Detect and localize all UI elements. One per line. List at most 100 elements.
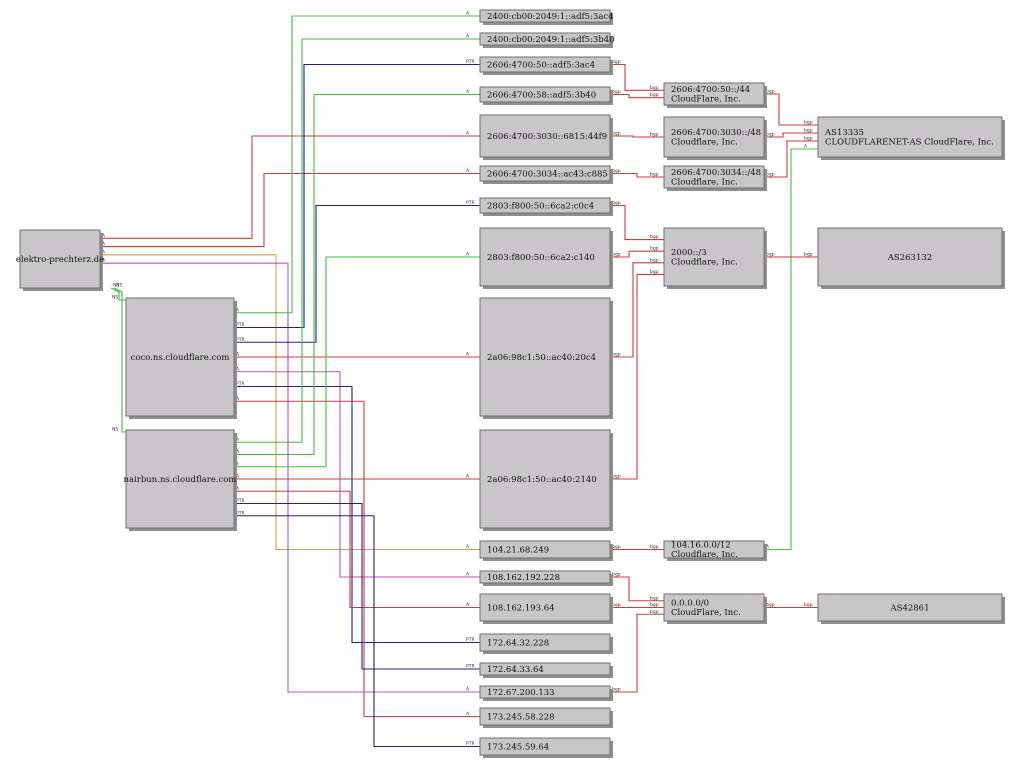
node-box — [479, 737, 611, 756]
node-label: 2a06:98c1:50::ac40:20c4 — [487, 353, 596, 363]
node-box — [817, 116, 1003, 158]
node-ip6_8[interactable]: 2803:f800:50::6ca2:c140 — [479, 227, 613, 289]
edge-pfx_1-to-as_13335 — [764, 93, 818, 126]
edge-layer: AAAAAAAANSNSNSNSAAPTRPTRPTRPTRAAAAPTRPTR… — [100, 11, 818, 748]
node-label: 2606:4700:3030::/48 — [671, 128, 761, 138]
node-label: elektro-prechterz.de — [16, 255, 104, 265]
edge-pfx_2-to-as_13335 — [764, 132, 818, 138]
edge-source-label: bgp — [612, 59, 621, 65]
edge-label: A — [466, 687, 470, 693]
node-ip6_6[interactable]: 2606:4700:3034::ac43:c885 — [479, 165, 613, 184]
node-box — [663, 165, 765, 189]
node-box — [479, 86, 611, 103]
node-ns_coco[interactable]: coco.ns.cloudflare.com — [125, 297, 237, 419]
edge-ip6_10-to-pfx_4 — [610, 273, 664, 480]
node-ip6_2[interactable]: 2400:cb00:2049:1::adf5:3b40 — [479, 32, 615, 48]
edge-label: A — [466, 89, 470, 95]
edge-source-label: A — [236, 307, 240, 313]
edge-source-label: A — [236, 366, 240, 372]
edge-source-label: bgp — [612, 200, 621, 206]
edge-ip4_2-to-pfx_6 — [610, 576, 664, 602]
edge-source-label: bgp — [612, 687, 621, 693]
node-ip4_5[interactable]: 172.64.33.64 — [479, 662, 613, 678]
edge-label: bgp — [804, 602, 813, 608]
node-label: 173.245.59.64 — [487, 742, 549, 752]
node-box — [663, 593, 765, 622]
edge-ip6_8-to-pfx_4 — [610, 250, 664, 258]
edge-ns_coco-to-ip4_7 — [234, 400, 480, 718]
node-ip4_3[interactable]: 108.162.193.64 — [479, 593, 613, 624]
node-label: CloudFlare, Inc. — [671, 95, 741, 105]
node-label: 172.67.200.133 — [487, 688, 555, 698]
node-label: 104.16.0.0/12 — [671, 541, 731, 551]
node-box — [125, 429, 235, 529]
node-label: 0.0.0.0/0 — [671, 599, 709, 609]
node-ip4_1[interactable]: 104.21.68.249 — [479, 540, 613, 561]
node-as_263132[interactable]: AS263132 — [817, 227, 1005, 289]
node-label: 2400:cb00:2049:1::adf5:3ac4 — [487, 12, 614, 22]
edge-label: bgp — [650, 269, 659, 275]
edge-source-label: bgp — [766, 602, 775, 608]
node-box — [479, 540, 611, 559]
node-ip6_9[interactable]: 2a06:98c1:50::ac40:20c4 — [479, 297, 613, 419]
edge-label: bgp — [650, 172, 659, 178]
node-ip6_3[interactable]: 2606:4700:50::adf5:3ac4 — [479, 56, 613, 75]
node-label: 2400:cb00:2049:1::adf5:3b40 — [487, 35, 615, 45]
edge-label: A — [466, 11, 470, 17]
node-label: coco.ns.cloudflare.com — [131, 353, 230, 363]
edge-source-label: PTR — [236, 381, 245, 387]
node-ip4_7[interactable]: 173.245.58.228 — [479, 707, 613, 728]
node-ns_nairbun[interactable]: nairbun.ns.cloudflare.com — [124, 429, 237, 531]
edge-source-label: bgp — [612, 168, 621, 174]
node-ip6_1[interactable]: 2400:cb00:2049:1::adf5:3ac4 — [479, 9, 614, 25]
edge-label: bgp — [650, 609, 659, 615]
edge-source-label: bgp — [766, 132, 775, 138]
node-box — [663, 82, 765, 106]
node-ip6_4[interactable]: 2606:4700:58::adf5:3b40 — [479, 86, 613, 105]
edge-domain-to-ns_nairbun — [113, 287, 126, 433]
node-label: 172.64.33.64 — [487, 665, 544, 675]
node-ip4_4[interactable]: 172.64.32.228 — [479, 633, 613, 654]
node-ip6_7[interactable]: 2803:f800:50::6ca2:c0c4 — [479, 197, 613, 216]
edge-label: A — [466, 474, 470, 480]
node-label: Cloudflare, Inc. — [671, 550, 738, 560]
edge-source-label: bgp — [612, 474, 621, 480]
node-box — [479, 227, 611, 287]
edge-pfx_5-to-as_13335 — [764, 148, 818, 551]
node-box — [479, 662, 611, 676]
node-box — [663, 540, 765, 559]
edge-label: NS — [112, 295, 118, 301]
node-domain[interactable]: elektro-prechterz.de — [16, 229, 104, 291]
edge-label: bgp — [650, 234, 659, 240]
edge-source-label: PTR — [236, 510, 245, 516]
node-label: 2606:4700:50::/44 — [671, 85, 750, 95]
edge-label: bgp — [650, 602, 659, 608]
node-ip4_2[interactable]: 108.162.192.228 — [479, 570, 613, 586]
edge-label: A — [804, 144, 808, 150]
node-label: AS13335 — [824, 128, 864, 138]
node-box — [479, 707, 611, 726]
node-as_42861[interactable]: AS42861 — [817, 593, 1005, 624]
node-ip6_10[interactable]: 2a06:98c1:50::ac40:2140 — [479, 429, 613, 531]
node-ip4_6[interactable]: 172.67.200.133 — [479, 685, 613, 701]
node-ip6_5[interactable]: 2606:4700:3030::6815:44f9 — [479, 114, 613, 160]
edge-ns_nairbun-to-ip4_3 — [234, 490, 480, 609]
edge-source-label: bgp — [612, 89, 621, 95]
edge-source-label: A — [236, 486, 240, 492]
edge-label: A — [466, 34, 470, 40]
edge-label: bgp — [650, 92, 659, 98]
edge-source-label: A — [102, 233, 106, 239]
node-label: 108.162.193.64 — [487, 603, 555, 613]
edge-ip6_4-to-pfx_1 — [610, 93, 664, 99]
node-box — [663, 227, 765, 287]
edge-source-label: A — [102, 241, 106, 247]
node-ip4_8[interactable]: 173.245.59.64 — [479, 737, 613, 758]
